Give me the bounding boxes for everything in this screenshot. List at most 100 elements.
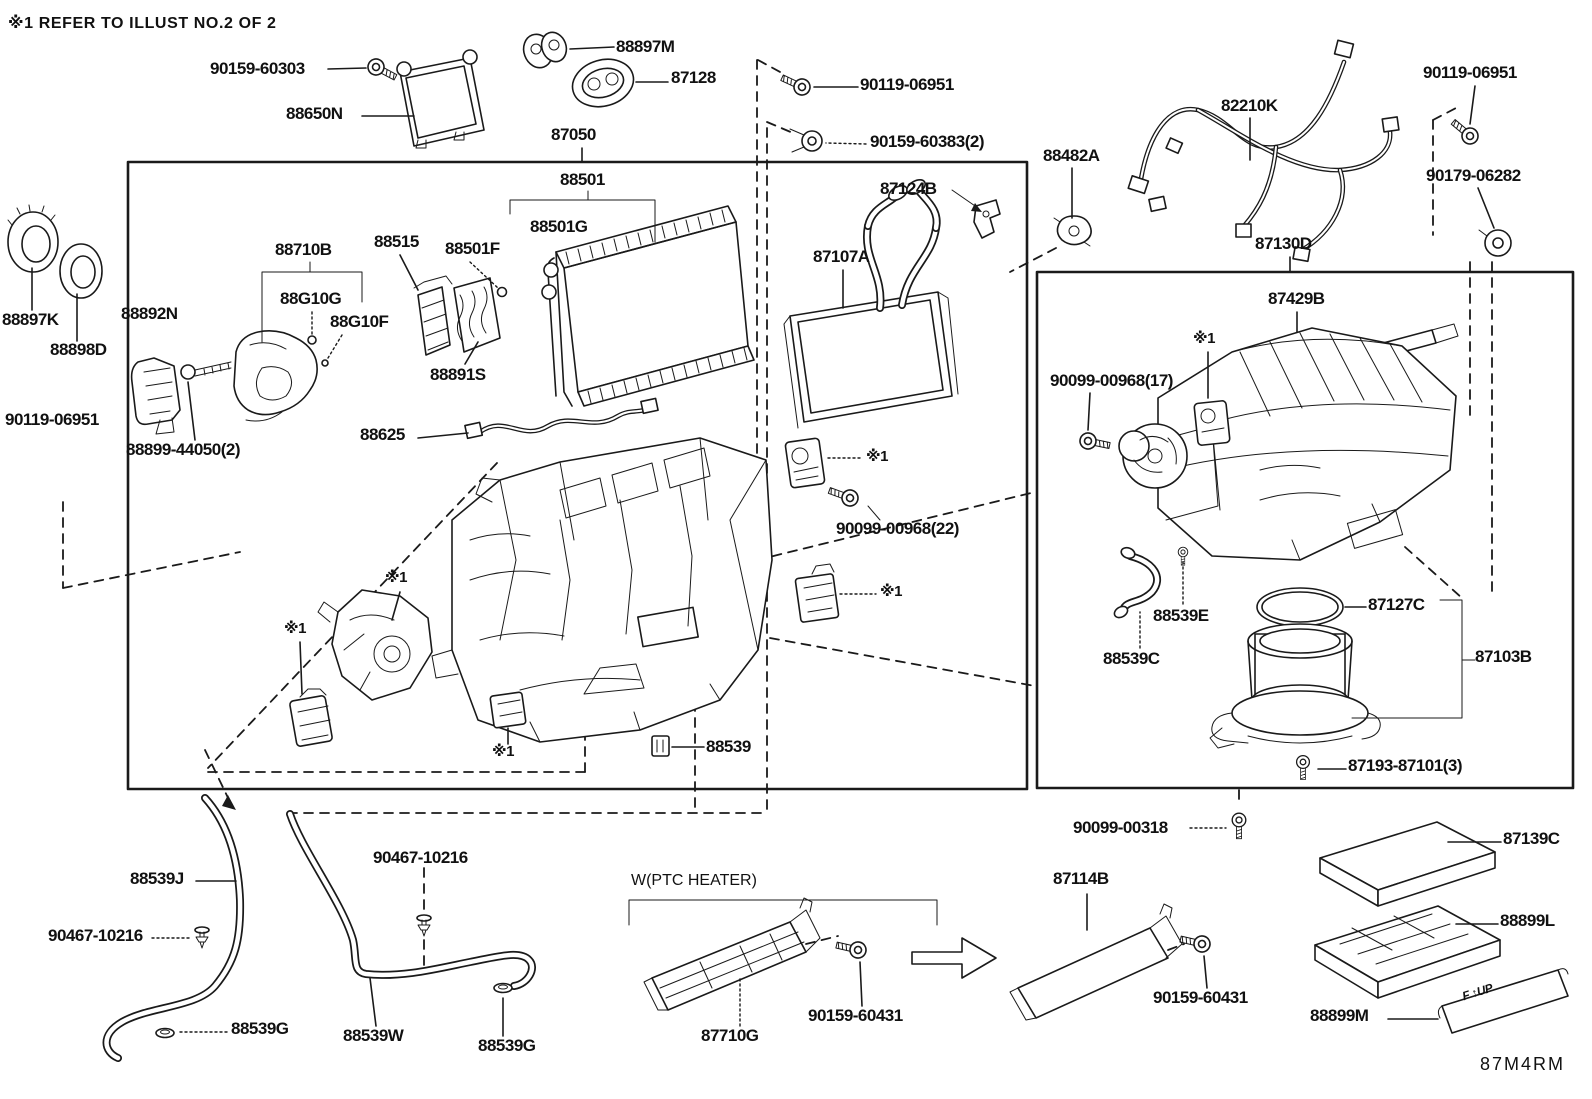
evaporator-88501 bbox=[541, 205, 755, 407]
relay-ref1-e bbox=[794, 563, 840, 623]
ptc-bracket bbox=[628, 899, 938, 926]
part-label-88710B: 88710B bbox=[275, 240, 332, 259]
blower-motor-fan bbox=[1118, 423, 1188, 489]
screw-90159-60303 bbox=[364, 55, 400, 86]
servo-ref1-a bbox=[289, 688, 333, 747]
part-label-90099-00968-17: 90099-00968(17) bbox=[1050, 371, 1173, 390]
part-label-87710G: 87710G bbox=[701, 1026, 759, 1045]
part-label-90159-60431-left: 90159-60431 bbox=[808, 1006, 903, 1025]
servo-88892N bbox=[130, 357, 181, 435]
diagram-code: 87M4RM bbox=[1480, 1054, 1566, 1074]
part-label-90467-10216-mid: 90467-10216 bbox=[373, 848, 468, 867]
screw-90099-00968-22 bbox=[825, 482, 862, 510]
screw-90159-60431-left bbox=[833, 936, 869, 961]
part-label-88897K: 88897K bbox=[2, 310, 59, 329]
part-label-87114B: 87114B bbox=[1053, 869, 1109, 888]
leader-lines bbox=[327, 46, 867, 162]
harness-82210K bbox=[1127, 39, 1400, 263]
part-label-88539W: 88539W bbox=[343, 1026, 404, 1045]
part-label-88891S: 88891S bbox=[430, 365, 486, 384]
grommet-88539G-left bbox=[155, 1027, 175, 1039]
construction-lines bbox=[62, 59, 1493, 814]
amplifier-88650N bbox=[396, 49, 485, 149]
part-label-87130D: 87130D bbox=[1255, 234, 1312, 253]
part-label-87139C: 87139C bbox=[1503, 829, 1560, 848]
part-label-87103B: 87103B bbox=[1475, 647, 1532, 666]
screw-90159-60431-right bbox=[1177, 930, 1213, 955]
part-label-88897M: 88897M bbox=[616, 37, 675, 56]
part-label-90159-60431-right: 90159-60431 bbox=[1153, 988, 1248, 1007]
servo-ref1-d bbox=[784, 437, 826, 489]
hose-88539J bbox=[102, 794, 245, 1062]
block-arrow bbox=[911, 937, 997, 979]
part-label-90099-00968-22: 90099-00968(22) bbox=[836, 519, 959, 538]
blower-unit-87130D bbox=[1157, 327, 1457, 561]
servo-assembly-ref1-b bbox=[317, 589, 433, 701]
reference-note: ※1 REFER TO ILLUST NO.2 OF 2 bbox=[8, 15, 277, 32]
ptc-heater-87114B bbox=[1009, 903, 1183, 1021]
part-label-87429B: 87429B bbox=[1268, 289, 1325, 308]
part-label-88539C: 88539C bbox=[1103, 649, 1160, 668]
seal-88515 bbox=[413, 275, 453, 356]
part-label-88539: 88539 bbox=[706, 737, 751, 756]
clip-88482A bbox=[1053, 215, 1092, 247]
ref-mark-d: ※1 bbox=[866, 448, 888, 465]
heater-case-assembly bbox=[431, 437, 773, 743]
part-label-90179-06282: 90179-06282 bbox=[1426, 166, 1521, 185]
duct-88710B bbox=[233, 330, 329, 422]
clip-90467-10216-left bbox=[194, 926, 210, 949]
grommet-88539G-right bbox=[493, 982, 513, 994]
screw-90159-60383 bbox=[789, 128, 823, 153]
part-label-90159-60383: 90159-60383(2) bbox=[870, 132, 984, 151]
clip-88539 bbox=[651, 735, 670, 757]
o-ring-87127C bbox=[1256, 587, 1344, 627]
right-assembly-box bbox=[1035, 270, 1575, 790]
part-label-90119-06951-top: 90119-06951 bbox=[860, 75, 954, 94]
grommet-87128 bbox=[571, 58, 635, 108]
bracket-87124B bbox=[973, 199, 1001, 239]
cabin-filter-87139C bbox=[1319, 821, 1496, 907]
part-label-88892N: 88892N bbox=[121, 304, 178, 323]
part-label-87127C: 87127C bbox=[1368, 595, 1425, 614]
heater-core-87107A bbox=[783, 178, 959, 429]
hose-88539C bbox=[1113, 546, 1161, 619]
grommet-88897M bbox=[522, 31, 568, 69]
part-label-88650N: 88650N bbox=[286, 104, 343, 123]
part-label-87107A: 87107A bbox=[813, 247, 870, 266]
ref-mark-a: ※1 bbox=[284, 620, 306, 637]
clip-90467-10216-mid bbox=[416, 914, 432, 937]
ref-mark-f: ※1 bbox=[1193, 330, 1215, 347]
part-label-87128: 87128 bbox=[671, 68, 716, 87]
screw-90119-06951-right bbox=[1447, 114, 1483, 149]
part-label-88539J: 88539J bbox=[130, 869, 184, 888]
part-label-90119-06951-left: 90119-06951 bbox=[5, 410, 99, 429]
part-label-87050: 87050 bbox=[551, 125, 596, 144]
part-label-90159-60303: 90159-60303 bbox=[210, 59, 305, 78]
actuator-ref1-c bbox=[489, 691, 527, 729]
part-label-88G10F: 88G10F bbox=[330, 312, 389, 331]
part-label-88501F: 88501F bbox=[445, 239, 500, 258]
part-label-88539G-right: 88539G bbox=[478, 1036, 536, 1055]
part-label-87124B: 87124B bbox=[880, 179, 937, 198]
part-label-88501: 88501 bbox=[560, 170, 605, 189]
part-label-82210K: 82210K bbox=[1221, 96, 1278, 115]
filter-case-88899L bbox=[1314, 905, 1501, 999]
part-label-88G10G: 88G10G bbox=[280, 289, 342, 308]
section-label-ptc-heater: W(PTC HEATER) bbox=[631, 872, 757, 889]
ptc-heater-87710G bbox=[643, 897, 821, 1011]
servo-ref1-f bbox=[1193, 400, 1231, 446]
part-label-88898D: 88898D bbox=[50, 340, 107, 359]
wire-88625 bbox=[464, 397, 659, 440]
clip-88501F bbox=[496, 286, 508, 298]
blower-fan-87103B bbox=[1209, 623, 1381, 749]
part-label-88501G: 88501G bbox=[530, 217, 588, 236]
part-label-90119-06951-right: 90119-06951 bbox=[1423, 63, 1517, 82]
grommet-88897K bbox=[7, 204, 59, 273]
part-label-88482A: 88482A bbox=[1043, 146, 1100, 165]
screw-90099-00968-17 bbox=[1077, 430, 1112, 455]
ref-mark-e: ※1 bbox=[880, 583, 902, 600]
grommet-88898D bbox=[59, 243, 103, 299]
part-label-88539G-left: 88539G bbox=[231, 1019, 289, 1038]
part-label-88625: 88625 bbox=[360, 425, 405, 444]
